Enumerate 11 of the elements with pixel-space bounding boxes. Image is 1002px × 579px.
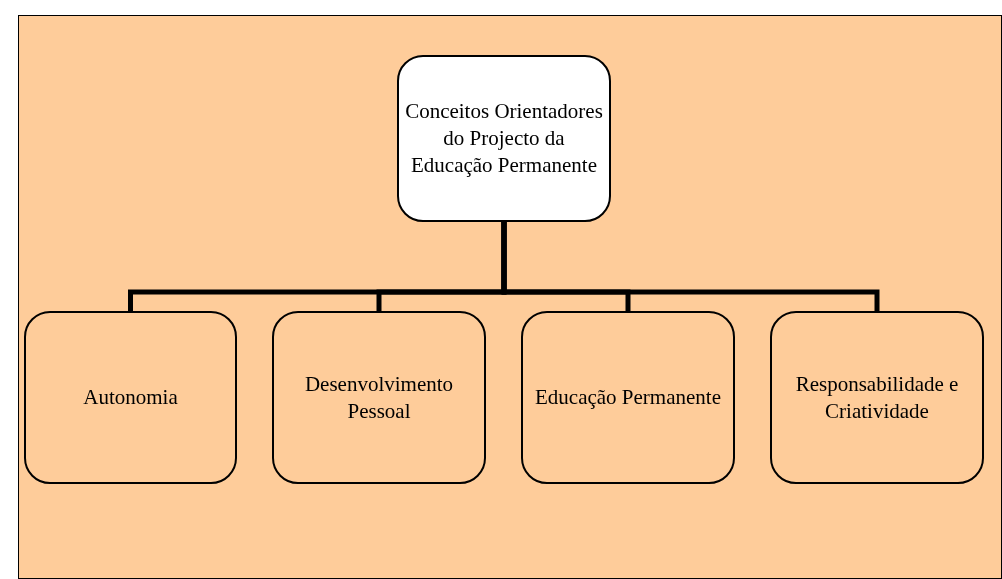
box-text: Autonomia — [83, 384, 178, 411]
box-text: Educação Permanente — [535, 384, 721, 411]
connector-line — [501, 219, 880, 314]
box-text: Responsabilidade e Criatividade — [794, 370, 960, 425]
concept-box — [521, 311, 735, 484]
concept-box — [272, 311, 486, 484]
concept-box — [24, 311, 237, 484]
box-text: Desenvolvimento Pessoal — [303, 370, 455, 425]
concept-box — [770, 311, 984, 484]
box-text: Conceitos Orientadores do Projecto da Educação Permanente — [405, 98, 603, 179]
root-box — [397, 55, 611, 222]
